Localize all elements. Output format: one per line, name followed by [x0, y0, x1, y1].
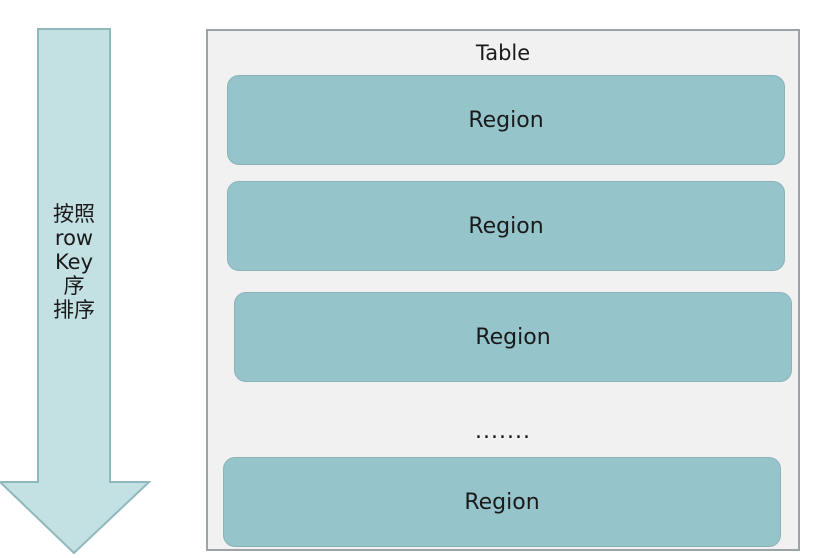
down-arrow — [0, 28, 152, 555]
arrow-label-line-3: Key — [54, 250, 94, 274]
ellipsis: ....... — [475, 419, 531, 444]
arrow-label-line-4: 序 — [63, 274, 85, 298]
arrow-label-line-1: 按照 — [53, 202, 95, 226]
down-arrow-shape — [0, 28, 152, 555]
region-box-4: Region — [223, 457, 781, 547]
region-box-1: Region — [227, 75, 785, 165]
arrow-label-line-2: row — [54, 226, 94, 250]
table-title: Table — [475, 41, 531, 65]
arrow-label: 按照 row Key 序 排序 — [38, 202, 110, 322]
arrow-label-line-5: 排序 — [53, 298, 95, 322]
region-box-3: Region — [234, 292, 792, 382]
table-box: Table Region Region Region ....... Regio… — [206, 29, 800, 551]
region-box-2: Region — [227, 181, 785, 271]
